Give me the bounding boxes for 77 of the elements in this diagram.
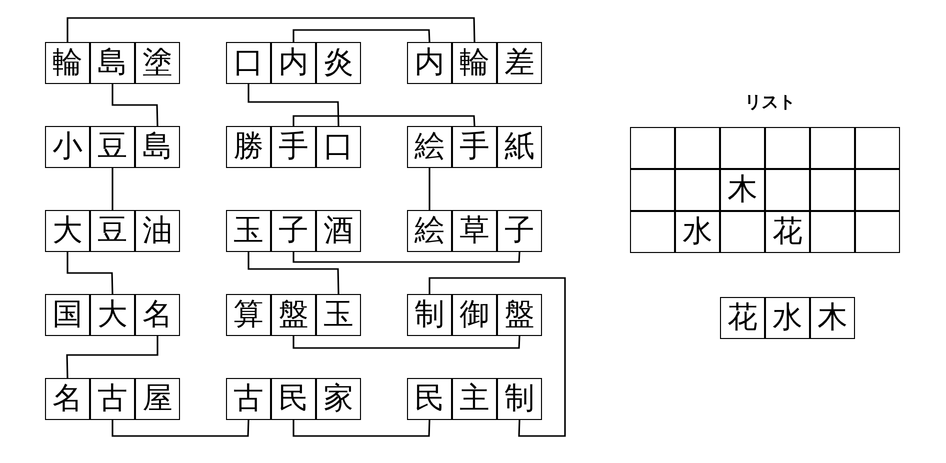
kanji-cell: 豆 bbox=[90, 210, 135, 252]
kanji-cell: 民 bbox=[407, 378, 452, 420]
kanji-cell: 塗 bbox=[135, 42, 180, 84]
kanji-cell: 酒 bbox=[316, 210, 361, 252]
connector-line bbox=[248, 84, 340, 126]
kanji-cell: 制 bbox=[407, 294, 452, 336]
kanji-cell: 島 bbox=[135, 126, 180, 168]
list-heading: リスト bbox=[744, 92, 796, 114]
kanji-cell: 差 bbox=[497, 42, 542, 84]
connector-line bbox=[428, 168, 430, 210]
connector-line bbox=[66, 252, 114, 294]
kanji-cell: 盤 bbox=[497, 294, 542, 336]
kanji-cell: 盤 bbox=[271, 294, 316, 336]
kanji-cell: 算 bbox=[226, 294, 271, 336]
connector-line bbox=[292, 336, 520, 349]
empty-grid-cell bbox=[630, 127, 675, 169]
kanji-cell: 手 bbox=[271, 126, 316, 168]
connector-line bbox=[112, 420, 250, 437]
kanji-cell: 勝 bbox=[226, 126, 271, 168]
kanji-cell: 口 bbox=[316, 126, 361, 168]
kanji-cell: 古 bbox=[226, 378, 271, 420]
connector-line bbox=[112, 84, 158, 126]
kanji-cell: 名 bbox=[45, 378, 90, 420]
kanji-cell: 輪 bbox=[45, 42, 90, 84]
kanji-cell: 玉 bbox=[316, 294, 361, 336]
kanji-cell: 木 bbox=[810, 297, 855, 339]
kanji-cell: 国 bbox=[45, 294, 90, 336]
kanji-cell: 花 bbox=[765, 211, 810, 253]
connector-line bbox=[112, 168, 114, 210]
kanji-cell: 玉 bbox=[226, 210, 271, 252]
kanji-cell: 紙 bbox=[497, 126, 542, 168]
kanji-cell: 子 bbox=[497, 210, 542, 252]
kanji-cell: 水 bbox=[675, 211, 720, 253]
kanji-cell: 名 bbox=[135, 294, 180, 336]
kanji-cell: 大 bbox=[90, 294, 135, 336]
kanji-cell: 主 bbox=[452, 378, 497, 420]
kanji-cell: 炎 bbox=[316, 42, 361, 84]
connector-line bbox=[292, 29, 430, 42]
kanji-cell: 油 bbox=[135, 210, 180, 252]
empty-grid-cell bbox=[675, 127, 720, 169]
connector-line bbox=[248, 252, 340, 294]
kanji-cell: 輪 bbox=[452, 42, 497, 84]
kanji-cell: 民 bbox=[271, 378, 316, 420]
empty-grid-cell bbox=[765, 127, 810, 169]
kanji-cell: 口 bbox=[226, 42, 271, 84]
kanji-cell: 家 bbox=[316, 378, 361, 420]
empty-grid-cell bbox=[855, 211, 900, 253]
kanji-cell: 水 bbox=[765, 297, 810, 339]
connector-line bbox=[66, 17, 476, 42]
empty-grid-cell bbox=[810, 169, 855, 211]
empty-grid-cell bbox=[630, 169, 675, 211]
kanji-cell: 制 bbox=[497, 378, 542, 420]
empty-grid-cell bbox=[810, 127, 855, 169]
empty-grid-cell bbox=[855, 169, 900, 211]
kanji-cell: 小 bbox=[45, 126, 90, 168]
kanji-cell: 大 bbox=[45, 210, 90, 252]
kanji-cell: 絵 bbox=[407, 210, 452, 252]
kanji-cell: 島 bbox=[90, 42, 135, 84]
kanji-cell: 御 bbox=[452, 294, 497, 336]
kanji-cell: 子 bbox=[271, 210, 316, 252]
kanji-cell: 花 bbox=[720, 297, 765, 339]
connector-line bbox=[66, 336, 158, 378]
connector-line bbox=[428, 277, 566, 437]
connector-line bbox=[292, 252, 520, 263]
empty-grid-cell bbox=[855, 127, 900, 169]
kanji-cell: 内 bbox=[271, 42, 316, 84]
kanji-cell: 絵 bbox=[407, 126, 452, 168]
kanji-cell: 豆 bbox=[90, 126, 135, 168]
kanji-cell: 屋 bbox=[135, 378, 180, 420]
empty-grid-cell bbox=[720, 127, 765, 169]
connector-line bbox=[292, 420, 430, 437]
kanji-cell: 草 bbox=[452, 210, 497, 252]
connector-line bbox=[292, 115, 476, 126]
kanji-cell: 古 bbox=[90, 378, 135, 420]
kanji-cell: 手 bbox=[452, 126, 497, 168]
kanji-cell: 内 bbox=[407, 42, 452, 84]
kanji-cell: 木 bbox=[720, 169, 765, 211]
